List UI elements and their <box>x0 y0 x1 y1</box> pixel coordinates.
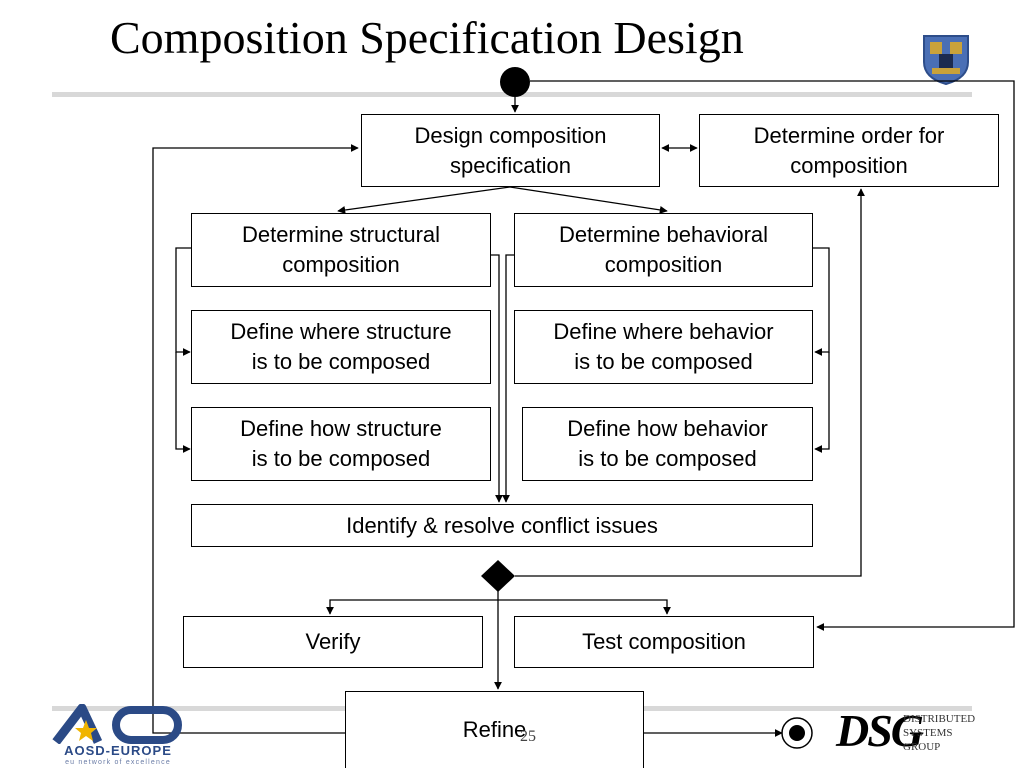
edge-start-test <box>530 80 1015 631</box>
page-number: 25 <box>520 728 536 745</box>
edge-behavioral-how <box>814 352 830 453</box>
node-how-structure: Define how structure is to be composed <box>191 407 491 481</box>
aosd-logo-tagline: eu network of excellence <box>65 759 171 766</box>
node-verify: Verify <box>183 616 483 668</box>
node-how-behavior: Define how behavior is to be composed <box>522 407 813 481</box>
edge-refine-design <box>152 144 359 734</box>
node-test-composition: Test composition <box>514 616 814 668</box>
edge-structural-where <box>175 247 191 356</box>
edge-decision-order <box>515 188 865 577</box>
node-where-structure: Define where structure is to be composed <box>191 310 491 384</box>
node-refine: Refine <box>345 691 644 768</box>
aosd-logo <box>52 703 187 766</box>
node-design-composition: Design composition specification <box>361 114 660 187</box>
edge-design-behavioral <box>509 186 668 214</box>
slide-title: Composition Specification Design <box>110 12 744 63</box>
decision-node <box>481 560 515 592</box>
node-determine-order: Determine order for composition <box>699 114 999 187</box>
dsg-logo-letters: DSG <box>836 705 924 756</box>
node-structural-composition: Determine structural composition <box>191 213 491 287</box>
node-resolve-conflicts: Identify & resolve conflict issues <box>191 504 813 547</box>
node-where-behavior: Define where behavior is to be composed <box>514 310 813 384</box>
aosd-logo-text: AOSD-EUROPE <box>64 743 172 758</box>
edge-decision-test <box>498 599 671 615</box>
edge-behavioral-where <box>813 247 830 356</box>
edge-structural-how <box>175 352 191 453</box>
node-behavioral-composition: Determine behavioral composition <box>514 213 813 287</box>
edge-design-structural <box>337 186 511 214</box>
edge-structural-conflict <box>491 254 503 503</box>
dsg-logo-text: DISTRIBUTED SYSTEMS GROUP <box>903 713 976 753</box>
end-node-core <box>789 725 805 741</box>
edge-behavioral-conflict <box>502 254 514 503</box>
start-node <box>500 67 530 97</box>
crest-icon <box>922 34 970 86</box>
edge-decision-verify <box>326 599 498 615</box>
